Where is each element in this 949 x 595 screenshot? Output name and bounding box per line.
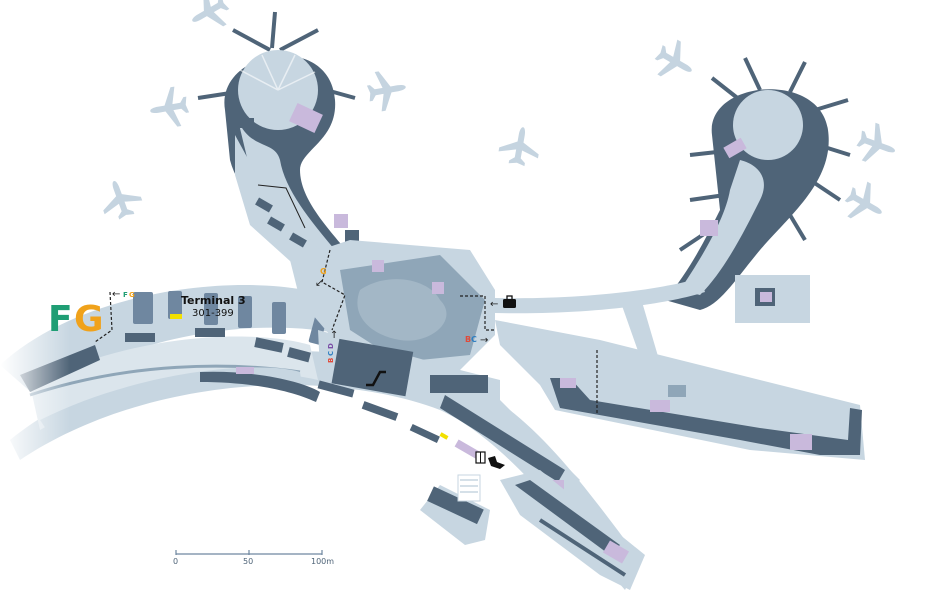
direction-bc: B C → [465, 335, 488, 346]
direction-fg: ← F G [112, 289, 135, 300]
arrow-left-icon: ← [490, 299, 498, 310]
terminal-name: Terminal 3 [181, 294, 246, 307]
east-pier [495, 295, 865, 460]
direction-b-letter: B [465, 335, 471, 344]
direction-g-letter: G [129, 291, 135, 299]
scale-tick-0: 0 [173, 557, 178, 566]
terminal-boundary [94, 291, 113, 343]
security-icon [488, 456, 505, 469]
direction-g-hub: G [320, 267, 327, 276]
airplane-icon [95, 174, 146, 224]
arrow-down-left-icon: ↙ [315, 278, 323, 289]
scale-bar: 0 50 100m [173, 550, 334, 566]
pier-f-label: F [48, 299, 73, 340]
baggage-icon [503, 295, 516, 308]
direction-c-letter: C [327, 351, 335, 356]
airplane-icon [496, 123, 543, 169]
direction-c-letter: C [471, 335, 477, 344]
arrow-up-icon: ↑ [330, 330, 338, 341]
direction-d-letter: D [327, 343, 335, 349]
central-hub [290, 240, 495, 370]
baggage-direction: ← [490, 295, 516, 310]
arrow-right-icon: → [480, 335, 488, 346]
scale-tick-100m: 100m [311, 557, 334, 566]
airplane-icon [648, 34, 702, 89]
arrow-left-icon: ← [112, 289, 120, 300]
airplane-icon [182, 0, 236, 39]
airplane-icon [838, 176, 892, 231]
edge-fade [0, 280, 70, 470]
direction-b-letter: B [327, 358, 335, 363]
south-finger [420, 470, 645, 590]
airplane-icon [146, 84, 192, 131]
scale-tick-50: 50 [243, 557, 253, 566]
restroom-icon [475, 451, 486, 464]
terminal-gate-range: 301-399 [192, 308, 234, 319]
airplane-icon [852, 119, 902, 170]
escalator-icon [366, 370, 386, 387]
northwest-pier [197, 11, 359, 275]
airplane-icon [364, 67, 410, 114]
direction-bcd: ↑ B C D [327, 330, 338, 363]
pier-g-label: G [74, 299, 104, 340]
direction-f-letter: F [123, 291, 128, 299]
northeast-pier [495, 57, 851, 323]
